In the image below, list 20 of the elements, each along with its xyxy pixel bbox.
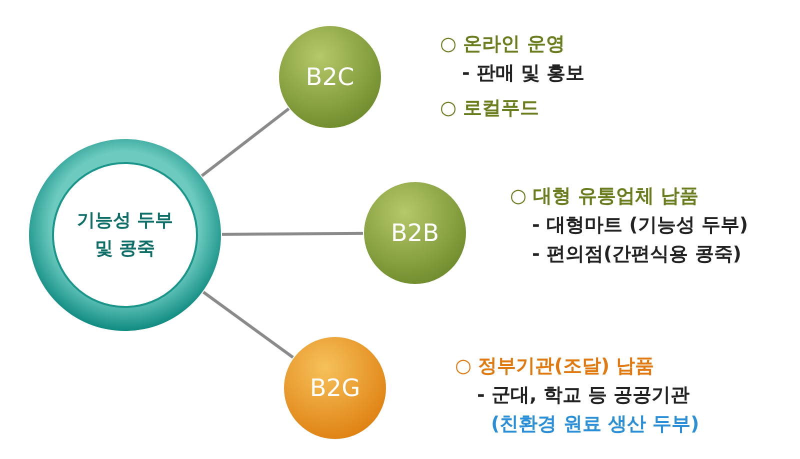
center-label: 기능성 두부 및 콩죽 <box>76 209 174 261</box>
category-label: B2C <box>306 63 354 91</box>
list-item: ○ 로컬푸드 <box>440 96 540 121</box>
category-label: B2B <box>390 219 440 247</box>
ball-circle <box>283 336 387 440</box>
category-label: B2G <box>310 374 360 402</box>
list-item: - 대형마트 (기능성 두부) <box>532 213 748 238</box>
connector-line <box>202 290 294 359</box>
list-heading: ○ 온라인 운영 <box>440 32 565 57</box>
list-item: - 편의점(간편식용 콩죽) <box>532 242 742 267</box>
ball-circle <box>278 25 382 129</box>
list-heading: ○ 대형 유통업체 납품 <box>510 184 698 209</box>
connector-line <box>200 108 290 177</box>
list-item: - 군대, 학교 등 공공기관 <box>477 383 690 408</box>
list-heading: ○ 정부기관(조달) 납품 <box>455 354 654 379</box>
list-item: (친환경 원료 생산 두부) <box>491 412 700 437</box>
ring-circle <box>28 138 222 332</box>
connector-line <box>222 232 364 236</box>
list-item: - 판매 및 홍보 <box>462 61 585 86</box>
ball-circle <box>363 181 467 285</box>
